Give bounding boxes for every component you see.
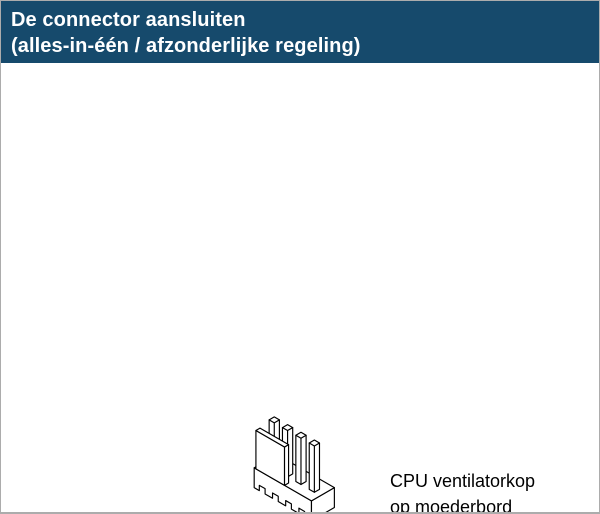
slide-title-bar: De connector aansluiten (alles-in-één / … <box>1 1 599 63</box>
title-line-2: (alles-in-één / afzonderlijke regeling) <box>11 35 361 57</box>
connector-lock-tab <box>255 427 290 486</box>
caption-line-1: CPU ventilatorkop <box>390 471 536 491</box>
connector-base-front-face <box>253 467 313 512</box>
caption-line-2: op moederbord <box>390 497 513 514</box>
figure-caption: CPU ventilatorkop op moederbord <box>390 468 536 514</box>
title-line-1: De connector aansluiten <box>11 9 246 31</box>
cpu-fan-header-illustration <box>236 409 360 512</box>
connector-pin-4 <box>308 439 321 493</box>
connector-pin-3 <box>295 431 307 486</box>
slide-content-area: CPU ventilatorkop op moederbord <box>1 63 599 514</box>
